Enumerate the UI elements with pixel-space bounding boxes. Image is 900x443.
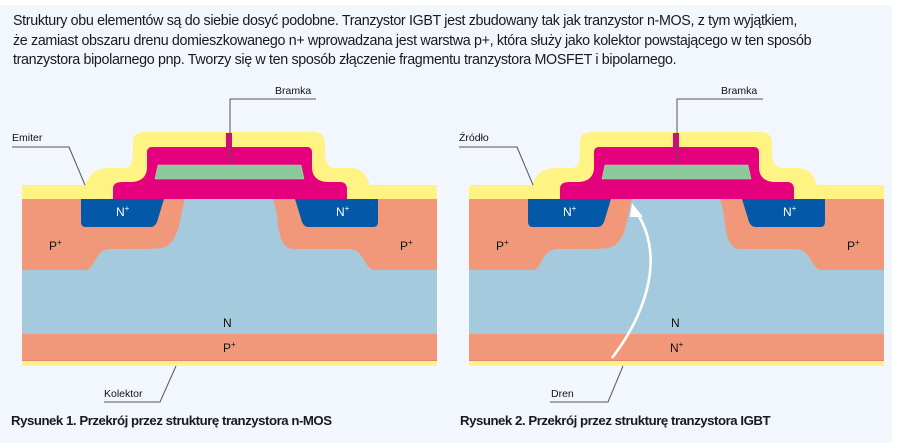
emitter-label: Emiter <box>12 132 43 144</box>
gate-label: Bramka <box>721 85 757 97</box>
intro-line: że zamiast obszaru drenu domieszkowanego… <box>13 32 812 49</box>
source-leader-line <box>459 146 534 186</box>
gate-label: Bramka <box>275 85 311 97</box>
figure1-caption: Rysunek 1. Przekrój przez strukturę tran… <box>11 413 332 428</box>
source-label: Źródło <box>459 131 489 144</box>
emitter-leader-line <box>12 146 86 186</box>
drain-label: Dren <box>551 388 574 400</box>
arrow-head-icon <box>630 203 643 217</box>
current-flow-arrow <box>610 212 652 359</box>
drain-leader-line <box>550 365 624 403</box>
intro-paragraph: Struktury obu elementów są do siebie dos… <box>13 12 812 71</box>
n-region-label: N <box>223 316 232 330</box>
figure2-cross-section: Bramka Źródło Dren N+ N+ P+ P+ N N+ <box>459 85 885 403</box>
intro-line: tranzystora bipolarnego pnp. Tworzy się … <box>13 52 677 68</box>
collector-label: Kolektor <box>104 388 143 400</box>
intro-line: Struktury obu elementów są do siebie dos… <box>13 13 797 29</box>
figure2-caption: Rysunek 2. Przekrój przez strukturę tran… <box>460 413 771 428</box>
collector-leader-line <box>104 365 177 403</box>
figure1-cross-section: Bramka Emiter Kolektor N+ N+ P+ P+ N P+ <box>12 85 438 403</box>
n-region-label: N <box>671 316 680 330</box>
